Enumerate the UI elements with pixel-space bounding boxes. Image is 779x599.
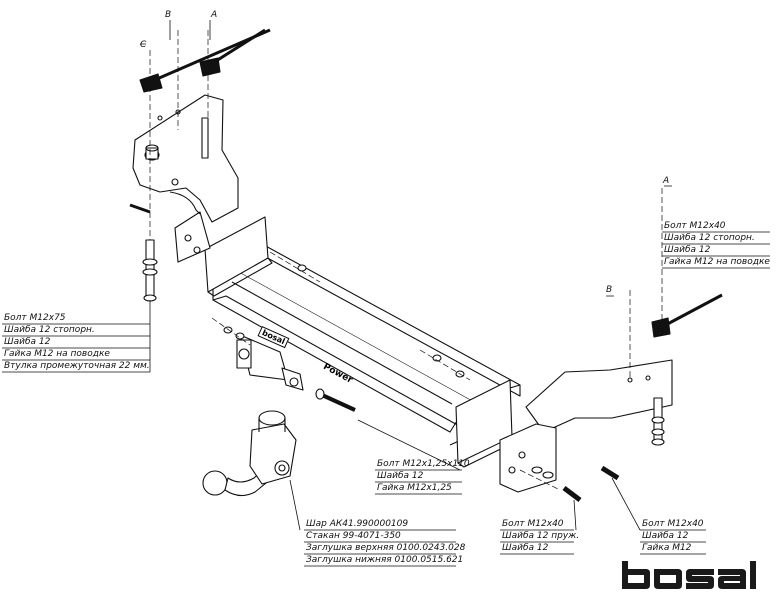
callout-item: Шайба 12 стопорн.	[4, 325, 95, 335]
callout-item: Втулка промежуточная 22 мм.	[4, 361, 150, 371]
left-bracket	[132, 94, 239, 263]
callout-item: Шайба 12	[502, 543, 549, 553]
callout-item: Шайба 12	[377, 471, 424, 481]
callout-item: Болт М12х40	[502, 519, 564, 529]
right-bracket	[499, 359, 673, 493]
crossbeam	[212, 243, 521, 446]
left-bolt-stack	[129, 117, 209, 302]
bosal-logo	[622, 561, 768, 589]
callout-item: Шайба 12	[642, 531, 689, 541]
ball-receiver	[236, 334, 304, 391]
tow-ball	[202, 410, 297, 497]
callout-item: Заглушка верхняя 0100.0243.028	[306, 543, 466, 553]
callout-item: Шар АК41.990000109	[306, 519, 409, 529]
callout-item: Гайка М12х1,25	[377, 483, 452, 493]
ref-tag-a-right: А	[663, 176, 670, 186]
callout-item: Шайба 12	[664, 245, 711, 255]
callout-item: Болт М12х40	[642, 519, 704, 529]
center-lines	[149, 30, 663, 491]
callout-item: Шайба 12 стопорн.	[664, 233, 755, 243]
center-bolt	[315, 388, 356, 412]
callout-item: Шайба 12	[4, 337, 51, 347]
callout-item: Болт М12х40	[664, 221, 726, 231]
callout-item: Стакан 99-4071-350	[306, 531, 401, 541]
ref-tag-c: С	[140, 40, 147, 50]
callout-item: Гайка М12 на поводке	[664, 257, 770, 267]
cable-ties	[139, 28, 723, 338]
leader-lines	[2, 20, 770, 567]
ref-tag-b: В	[165, 10, 172, 20]
beam-end-plate-left	[204, 216, 273, 297]
bottom-bolts	[531, 465, 620, 502]
callout-item: Заглушка нижняя 0100.0515.621	[306, 555, 464, 565]
callout-item: Гайка М12 на поводке	[4, 349, 110, 359]
ref-tag-b-right: В	[606, 285, 613, 295]
callout-item: Шайба 12 пруж.	[502, 531, 580, 541]
callout-item: Гайка М12	[642, 543, 692, 553]
callout-item: Болт М12х1,25х110	[377, 459, 470, 469]
right-bolt-stack	[651, 397, 665, 446]
callout-item: Болт М12х75	[4, 313, 66, 323]
bosal-logo-mark	[622, 561, 756, 589]
ref-tag-a: А	[211, 10, 218, 20]
